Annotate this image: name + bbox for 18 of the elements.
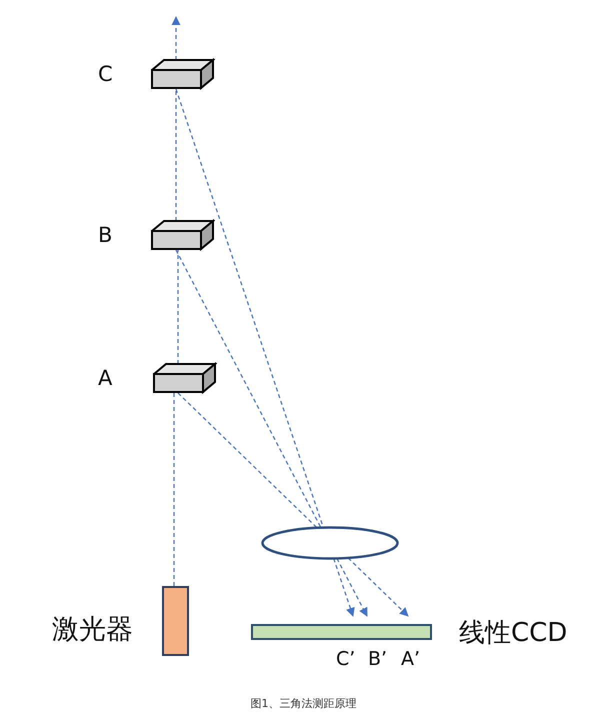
light-ray-arrow xyxy=(172,16,180,60)
ccd-label: 线性CCD xyxy=(459,620,568,646)
light-ray-line xyxy=(177,250,179,364)
image-point-label: A’ xyxy=(401,650,420,669)
image-point-label: C’ xyxy=(336,650,356,669)
figure-caption: 图1、三角法测距原理 xyxy=(250,698,358,709)
point-label: B xyxy=(98,225,112,246)
light-ray-line xyxy=(178,392,318,528)
image-point-label: B’ xyxy=(368,650,388,669)
light-ray-line xyxy=(173,393,175,586)
light-ray-line xyxy=(175,250,322,528)
light-ray-arrow xyxy=(333,558,355,617)
light-ray-arrow xyxy=(348,558,409,617)
point-label: A xyxy=(98,368,112,389)
light-ray-line xyxy=(175,89,177,221)
point-label: C xyxy=(98,64,113,85)
laser-label: 激光器 xyxy=(52,616,133,643)
light-ray-arrow xyxy=(336,558,368,617)
